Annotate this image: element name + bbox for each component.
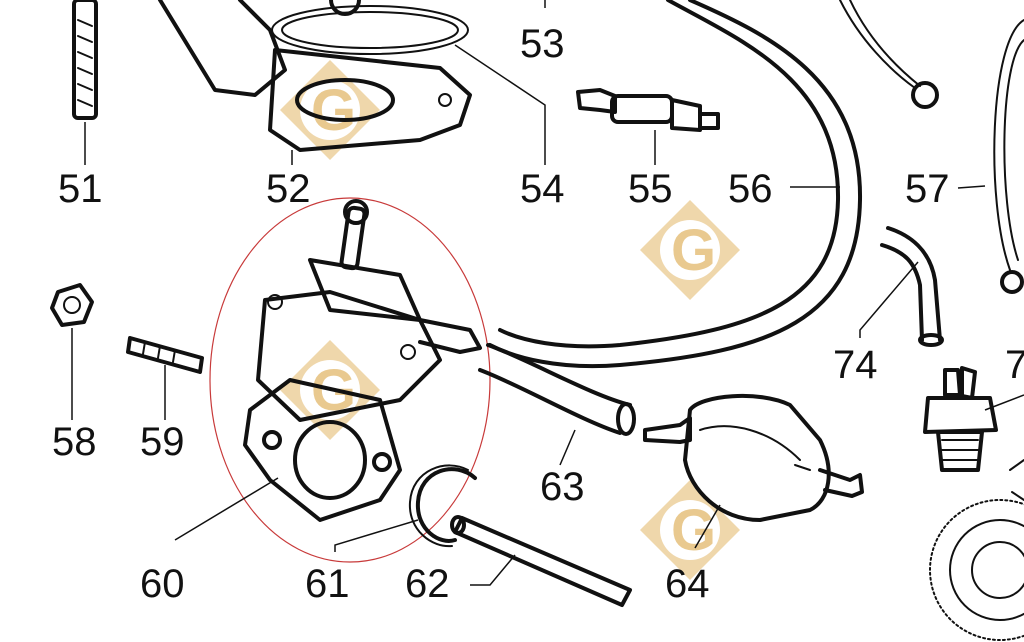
callout-60: 60	[140, 562, 185, 606]
svg-text:G: G	[671, 218, 716, 283]
callout-57: 57	[905, 167, 950, 211]
part-60-fuel-pump	[243, 199, 482, 522]
part-64-fuel-filter	[643, 394, 864, 522]
highlight-circle	[209, 197, 491, 563]
callout-54: 54	[520, 167, 565, 211]
callout-56: 56	[728, 167, 773, 211]
part-58-nut	[50, 283, 94, 327]
watermark-logo: G	[640, 200, 740, 300]
part-61-circlip	[408, 464, 477, 548]
part-63-hose	[478, 343, 636, 436]
watermark-logo: G	[280, 60, 380, 160]
part-57-cable	[839, 0, 1024, 294]
part-54-oring	[271, 0, 469, 55]
callout-53: 53	[520, 22, 565, 66]
part-partial-gear	[929, 459, 1024, 641]
callout-74: 74	[833, 343, 878, 387]
callout-63: 63	[540, 465, 585, 509]
callout-55: 55	[628, 167, 673, 211]
callout-59: 59	[140, 420, 185, 464]
callout-51: 51	[58, 167, 103, 211]
part-74-elbow-hose	[880, 226, 944, 347]
part-56-hose	[488, 0, 863, 369]
callout-62: 62	[405, 562, 450, 606]
callout-75-partial: 7	[1005, 343, 1024, 387]
part-51-bolt	[72, 0, 98, 120]
callout-64: 64	[665, 562, 710, 606]
part-52-gasket	[158, 0, 472, 152]
callout-58: 58	[52, 420, 97, 464]
part-62-pin	[450, 515, 632, 607]
part-55-sensor	[576, 88, 720, 132]
callout-61: 61	[305, 562, 350, 606]
part-75-switch	[923, 366, 998, 472]
part-59-stud	[126, 336, 204, 374]
callout-52: 52	[266, 167, 311, 211]
svg-text:G: G	[671, 498, 716, 563]
svg-text:G: G	[311, 78, 356, 143]
